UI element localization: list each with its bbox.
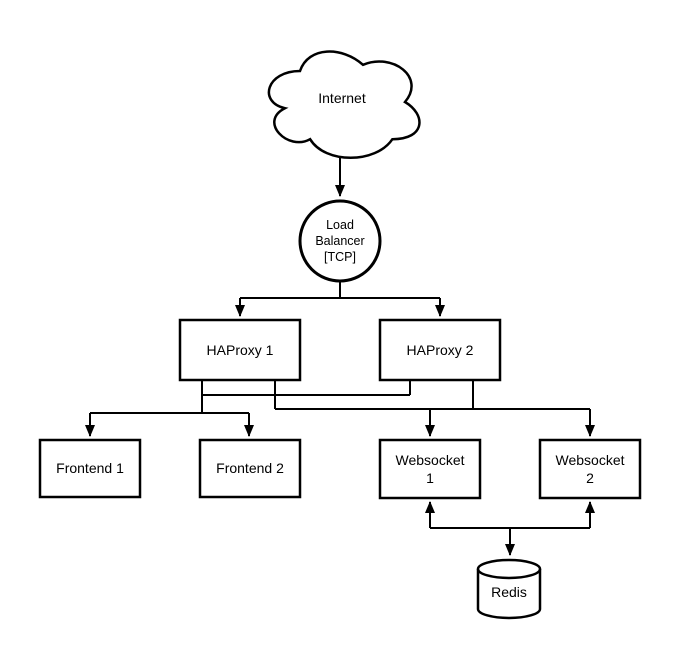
haproxy1-node-shape [178, 318, 302, 382]
frontend2-node-shape [198, 438, 302, 499]
redis-cylinder-shape [476, 558, 542, 620]
websocket1-node-shape [378, 438, 482, 500]
websocket2-node-shape [538, 438, 642, 500]
haproxy2-node-shape [378, 318, 502, 382]
frontend1-node-shape [38, 438, 142, 499]
load-balancer-circle-shape [298, 199, 382, 283]
internet-cloud-shape [267, 50, 421, 159]
